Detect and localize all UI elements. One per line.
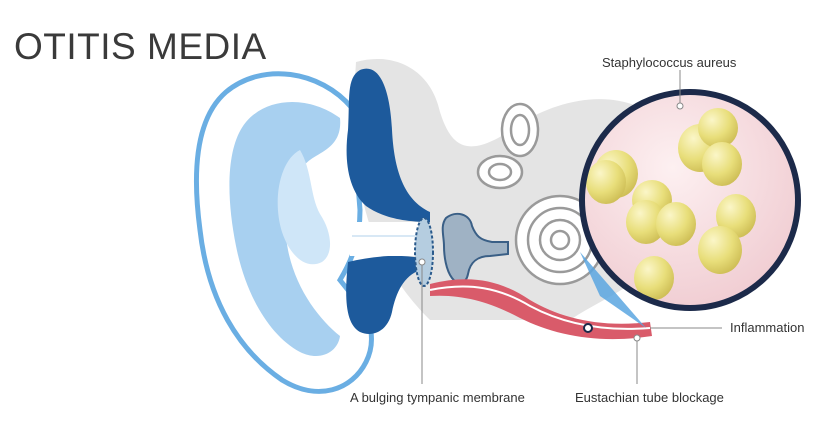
label-inflammation: Inflammation xyxy=(730,320,805,335)
bacterium xyxy=(626,200,666,244)
magnifier-lens xyxy=(582,92,798,308)
bacteria-cluster xyxy=(586,108,756,300)
ear-canal-lower-wall xyxy=(346,255,420,334)
label-tympanic-membrane: A bulging tympanic membrane xyxy=(350,390,525,405)
callout-dot xyxy=(676,102,684,110)
bacterium xyxy=(702,142,742,186)
magnifier-cone xyxy=(580,252,646,328)
bacterium xyxy=(586,160,626,204)
concha-fold xyxy=(277,150,331,265)
ear-canal-upper-wall xyxy=(346,68,430,222)
bacterium xyxy=(698,108,738,148)
label-staphylococcus: Staphylococcus aureus xyxy=(602,55,737,70)
bacterium xyxy=(634,256,674,300)
callout-dot xyxy=(418,258,426,266)
label-eustachian-tube: Eustachian tube blockage xyxy=(575,390,724,405)
callout-dot xyxy=(633,334,641,342)
callout-lines xyxy=(421,70,722,384)
bacterium xyxy=(698,226,742,274)
diagram-title: OTITIS MEDIA xyxy=(14,26,267,67)
eustachian-tube xyxy=(430,279,652,340)
ear-canal xyxy=(350,222,422,256)
callout-dot xyxy=(583,323,593,333)
tympanic-membrane xyxy=(414,217,434,287)
magnifier-ring xyxy=(579,89,801,311)
ossicles xyxy=(441,212,509,284)
bacterium xyxy=(656,202,696,246)
